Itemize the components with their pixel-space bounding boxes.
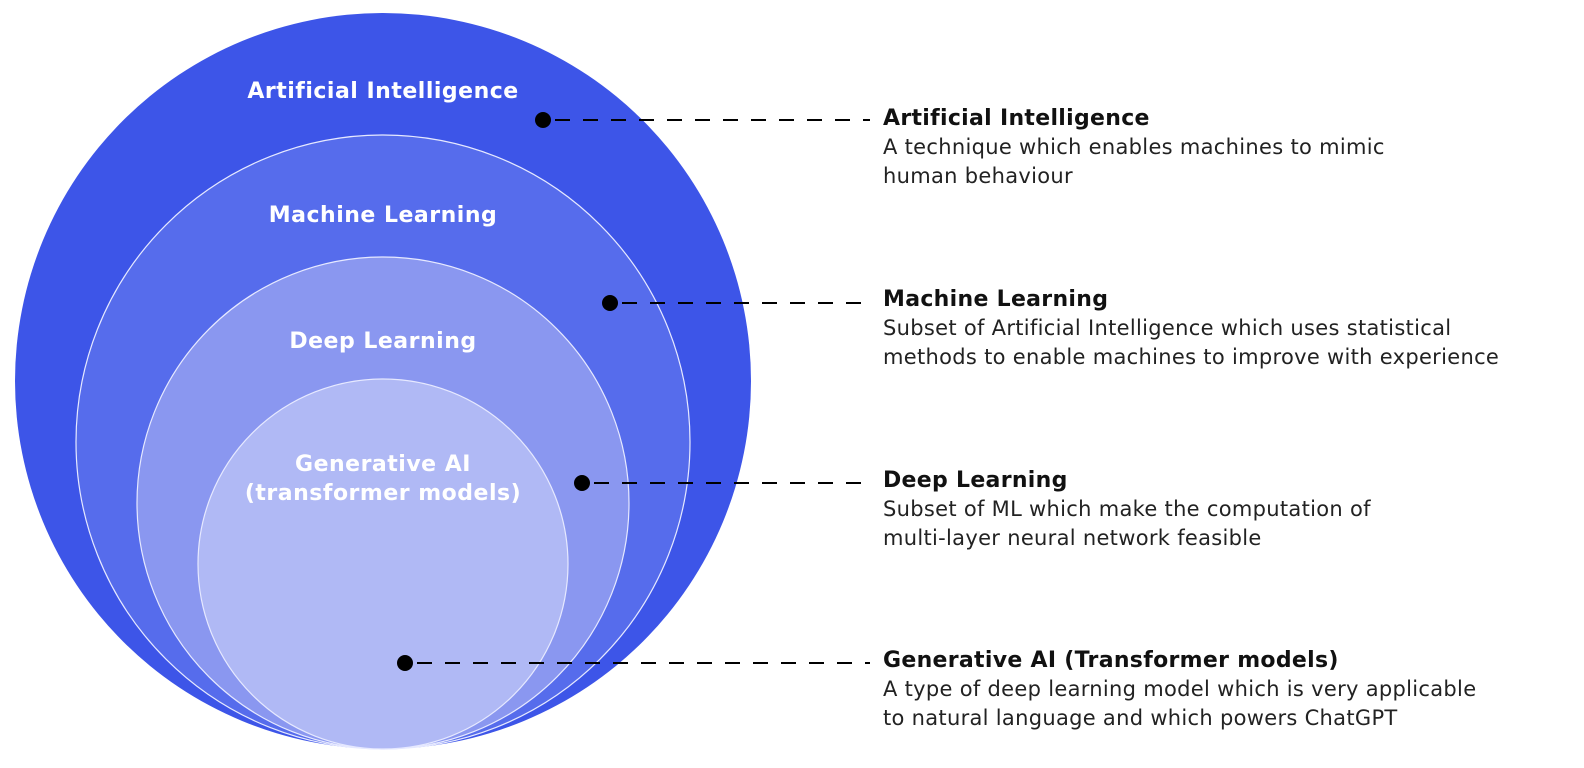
ml-marker-dot [602, 295, 618, 311]
legend-title-ai: Artificial Intelligence [883, 106, 1150, 131]
dl-marker-dot [574, 475, 590, 491]
legend-desc-ml: Subset of Artificial Intelligence which … [883, 314, 1573, 372]
legend-entry-dl: Deep Learning Subset of ML which make th… [883, 467, 1573, 553]
legend-desc-genai-line1: A type of deep learning model which is v… [883, 677, 1477, 701]
genai-circle-label-line2: (transformer models) [245, 481, 521, 506]
legend-entry-ml: Machine Learning Subset of Artificial In… [883, 286, 1573, 372]
ai-circle-label: Artificial Intelligence [247, 79, 518, 104]
legend-desc-ml-line1: Subset of Artificial Intelligence which … [883, 316, 1452, 340]
legend-entry-genai: Generative AI (Transformer models) A typ… [883, 647, 1573, 733]
legend-desc-dl-line2: multi-layer neural network feasible [883, 526, 1262, 550]
legend-desc-ai: A technique which enables machines to mi… [883, 133, 1573, 191]
dl-circle-label: Deep Learning [289, 329, 476, 354]
genai-circle [197, 378, 569, 750]
legend-desc-genai-line2: to natural language and which powers Cha… [883, 706, 1398, 730]
legend-title-genai: Generative AI (Transformer models) [883, 648, 1339, 673]
legend-title-ml: Machine Learning [883, 287, 1109, 312]
legend-title-dl: Deep Learning [883, 468, 1068, 493]
genai-marker-dot [397, 655, 413, 671]
legend-desc-ai-line2: human behaviour [883, 164, 1073, 188]
ml-circle-label: Machine Learning [269, 203, 497, 228]
legend-entry-ai: Artificial Intelligence A technique whic… [883, 105, 1573, 191]
legend-desc-genai: A type of deep learning model which is v… [883, 675, 1573, 733]
legend-desc-ml-line2: methods to enable machines to improve wi… [883, 345, 1500, 369]
legend-desc-dl-line1: Subset of ML which make the computation … [883, 497, 1371, 521]
legend-desc-ai-line1: A technique which enables machines to mi… [883, 135, 1385, 159]
legend-desc-dl: Subset of ML which make the computation … [883, 495, 1573, 553]
genai-circle-label-line1: Generative AI [295, 452, 471, 477]
ai-marker-dot [535, 112, 551, 128]
